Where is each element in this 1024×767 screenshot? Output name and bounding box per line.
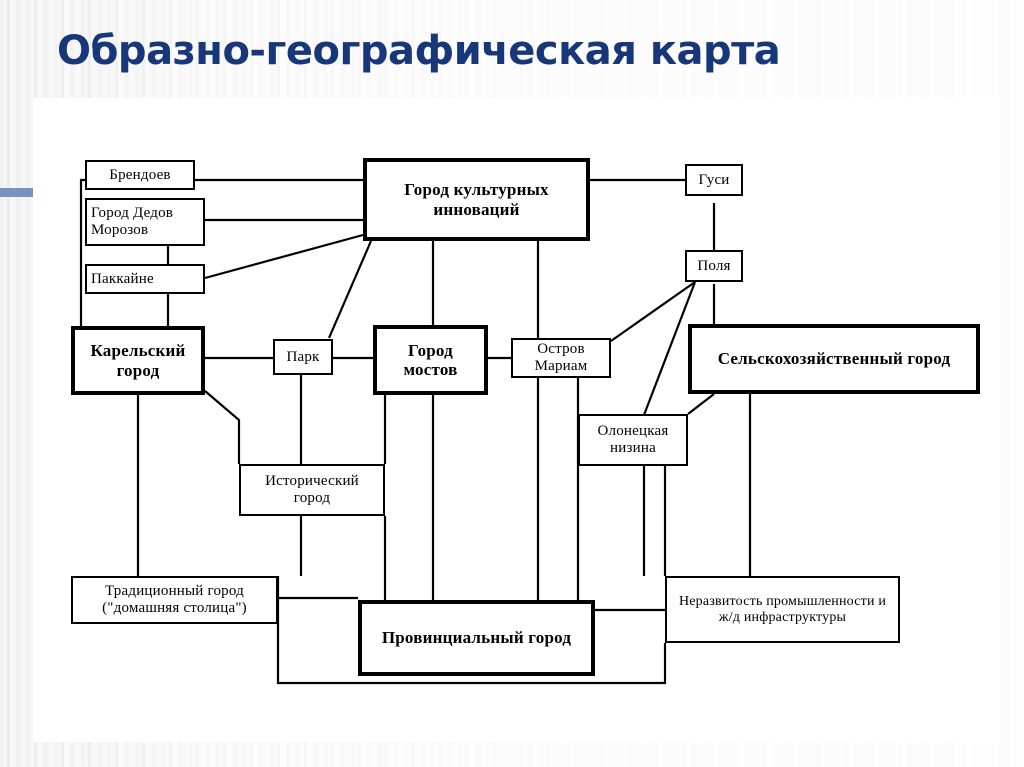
node-label: Город культурных инноваций: [404, 180, 549, 219]
node-label: Город мостов: [403, 340, 458, 379]
node-traditional-city[interactable]: Традиционный город ("домашняя столица"): [71, 576, 278, 624]
node-label: Паккайне: [91, 270, 154, 287]
node-provincial-city[interactable]: Провинциальный город: [358, 600, 595, 676]
node-label: Город Дедов Морозов: [91, 205, 174, 238]
node-label: Остров Мариам: [534, 341, 588, 374]
node-ded-moroz-city[interactable]: Город Дедов Морозов: [85, 198, 205, 246]
edge-agricultural-olonets: [687, 393, 715, 415]
edge-pakkaine-cultural: [204, 233, 364, 280]
node-mariam-island[interactable]: Остров Мариам: [511, 338, 611, 378]
edge-cultural-park: [327, 240, 373, 339]
edge-fields-mariam: [610, 281, 696, 342]
node-historic-city[interactable]: Исторический город: [239, 464, 385, 516]
node-label: Гуси: [698, 171, 730, 188]
node-label: Неразвитость промышленности и ж/д инфрас…: [678, 593, 887, 625]
node-pakkaine[interactable]: Паккайне: [85, 264, 205, 294]
left-accent-bar: [0, 188, 36, 197]
node-label: Традиционный город ("домашняя столица"): [102, 583, 247, 616]
node-agricultural-city[interactable]: Сельскохозяйственный город: [688, 324, 980, 394]
node-cultural-city[interactable]: Город культурных инноваций: [363, 158, 590, 241]
node-label: Брендоев: [109, 166, 171, 183]
node-label: Поля: [697, 257, 731, 274]
node-label: Парк: [286, 348, 320, 365]
node-karelian-city[interactable]: Карельский город: [71, 326, 205, 395]
node-label: Сельскохозяйственный город: [717, 349, 951, 369]
content-panel: Брендоев Город Дедов Морозов Паккайне Го…: [33, 98, 1000, 742]
node-park[interactable]: Парк: [273, 339, 333, 375]
diagram-canvas: Брендоев Город Дедов Морозов Паккайне Го…: [33, 98, 1000, 742]
node-label: Карельский город: [90, 341, 186, 380]
node-underdevelopment[interactable]: Неразвитость промышленности и ж/д инфрас…: [665, 576, 900, 643]
node-bridges-city[interactable]: Город мостов: [373, 325, 488, 395]
node-label: Исторический город: [265, 473, 359, 506]
node-brendoev[interactable]: Брендоев: [85, 160, 195, 190]
edge-karelian-historic: [204, 390, 241, 464]
node-label: Олонецкая низина: [597, 423, 669, 456]
node-geese[interactable]: Гуси: [685, 164, 743, 196]
node-fields[interactable]: Поля: [685, 250, 743, 282]
page-title: Образно-географическая карта: [57, 28, 781, 74]
node-label: Провинциальный город: [381, 628, 572, 648]
node-olonets-lowland[interactable]: Олонецкая низина: [578, 414, 688, 466]
